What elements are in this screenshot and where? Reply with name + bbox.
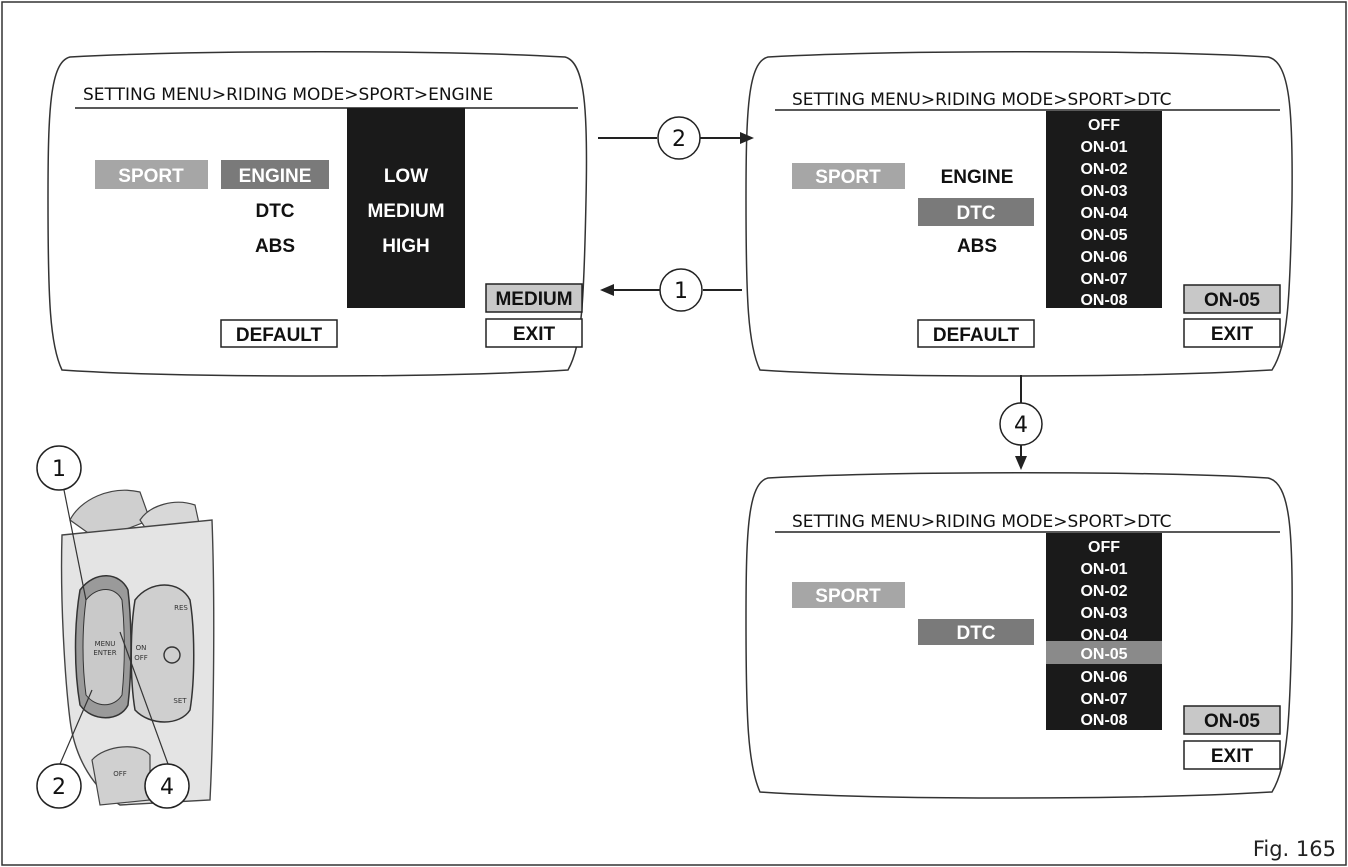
callout-number: 4 — [160, 775, 174, 800]
dtc-option[interactable]: ON-08 — [1080, 712, 1127, 729]
exit-button[interactable] — [1183, 318, 1281, 348]
dtc-option[interactable]: ON-08 — [1080, 292, 1127, 309]
menu-item-engine-selected — [221, 160, 329, 189]
breadcrumb: SETTING MENU>RIDING MODE>SPORT>ENGINE — [83, 85, 493, 105]
exit-button[interactable] — [1183, 740, 1281, 770]
current-value: ON-05 — [1204, 711, 1260, 732]
sport-mode-label: SPORT — [118, 166, 184, 187]
callout-number: 2 — [672, 127, 686, 152]
menu-item-dtc[interactable]: DTC — [956, 203, 995, 224]
dtc-option[interactable]: ON-03 — [1080, 183, 1127, 200]
figure-label: Fig. 165 — [1253, 837, 1336, 861]
dtc-option[interactable]: ON-01 — [1080, 561, 1127, 578]
dtc-option[interactable]: ON-05 — [1080, 227, 1127, 244]
exit-button-label: EXIT — [513, 324, 556, 345]
off-label: OFF — [134, 654, 148, 662]
sport-mode-badge — [792, 582, 905, 608]
callout-number: 4 — [1014, 413, 1028, 438]
menu-label: MENU — [95, 640, 116, 648]
engine-option-low[interactable]: LOW — [384, 166, 428, 187]
menu-item-dtc-selected — [918, 198, 1034, 226]
current-value: ON-05 — [1204, 290, 1260, 311]
screen-engine: SETTING MENU>RIDING MODE>SPORT>ENGINE SP… — [47, 51, 588, 377]
menu-item-engine[interactable]: ENGINE — [239, 166, 312, 187]
default-button[interactable] — [917, 319, 1035, 348]
screen-dtc-select: SETTING MENU>RIDING MODE>SPORT>DTC SPORT… — [745, 472, 1293, 799]
callout-circle — [36, 445, 82, 491]
callout-number: 1 — [674, 279, 688, 304]
breadcrumb: SETTING MENU>RIDING MODE>SPORT>DTC — [792, 512, 1171, 532]
sport-mode-label: SPORT — [815, 586, 881, 607]
res-label: RES — [174, 604, 188, 612]
dtc-option[interactable]: ON-04 — [1080, 627, 1127, 644]
current-value: MEDIUM — [495, 289, 572, 310]
dtc-options-list — [1046, 111, 1162, 308]
exit-button-label: EXIT — [1211, 746, 1254, 767]
default-button-label: DEFAULT — [933, 325, 1020, 346]
arrow-dtc-to-engine: 1 — [600, 268, 742, 312]
exit-button-label: EXIT — [1211, 324, 1254, 345]
dtc-option[interactable]: ON-02 — [1080, 161, 1127, 178]
current-value-box — [1183, 705, 1281, 735]
enter-label: ENTER — [93, 649, 116, 657]
menu-item-engine[interactable]: ENGINE — [941, 167, 1014, 188]
default-button-label: DEFAULT — [236, 325, 323, 346]
exit-button[interactable] — [485, 318, 583, 348]
menu-item-dtc-selected — [918, 619, 1034, 645]
sport-mode-badge — [95, 160, 208, 189]
engine-option-high[interactable]: HIGH — [382, 236, 430, 257]
screen-dtc: SETTING MENU>RIDING MODE>SPORT>DTC SPORT… — [745, 51, 1293, 377]
callout-number: 1 — [52, 457, 66, 482]
dtc-option[interactable]: OFF — [1088, 117, 1120, 134]
arrow-engine-to-dtc: 2 — [598, 116, 754, 160]
menu-item-dtc[interactable]: DTC — [956, 623, 995, 644]
dtc-option[interactable]: ON-04 — [1080, 205, 1127, 222]
arrowhead-icon — [600, 284, 614, 296]
off-switch-label: OFF — [113, 770, 127, 778]
handlebar-controller-illustration: MENU ENTER RES SET ON OFF OFF 1 2 4 — [36, 445, 215, 809]
engine-option-medium[interactable]: MEDIUM — [367, 201, 444, 222]
breadcrumb: SETTING MENU>RIDING MODE>SPORT>DTC — [792, 90, 1171, 110]
arrow-dtc-to-select: 4 — [999, 375, 1043, 470]
current-value-box — [485, 283, 583, 313]
leader-line — [119, 631, 169, 765]
leader-line — [63, 489, 87, 601]
dtc-option-highlight — [1046, 641, 1162, 664]
dtc-options-list — [1046, 533, 1162, 730]
cruise-control-pad[interactable] — [130, 584, 195, 723]
callout-circle — [144, 763, 190, 809]
cruise-icon — [163, 646, 181, 664]
sport-mode-label: SPORT — [815, 167, 881, 188]
engine-options-list — [347, 108, 465, 308]
dtc-options: OFF ON-01 ON-02 ON-03 ON-04 ON-05 ON-06 … — [1080, 117, 1127, 309]
menu-item-abs[interactable]: ABS — [957, 236, 997, 257]
leader-line — [59, 689, 93, 765]
dtc-options: OFF ON-01 ON-02 ON-03 ON-04 ON-05 ON-06 … — [1080, 539, 1127, 729]
dtc-option[interactable]: ON-03 — [1080, 605, 1127, 622]
dtc-option[interactable]: ON-01 — [1080, 139, 1127, 156]
dtc-option[interactable]: ON-06 — [1080, 249, 1127, 266]
callout-circle — [36, 763, 82, 809]
dtc-option[interactable]: ON-07 — [1080, 691, 1127, 708]
dtc-option[interactable]: ON-02 — [1080, 583, 1127, 600]
set-label: SET — [173, 697, 187, 705]
arrowhead-icon — [1015, 456, 1027, 470]
current-value-box — [1183, 284, 1281, 314]
dtc-option[interactable]: OFF — [1088, 539, 1120, 556]
dtc-option[interactable]: ON-07 — [1080, 271, 1127, 288]
menu-joystick-face — [82, 589, 125, 706]
arrowhead-icon — [740, 132, 754, 144]
default-button[interactable] — [220, 319, 338, 348]
menu-item-abs[interactable]: ABS — [255, 236, 295, 257]
sport-mode-badge — [792, 163, 905, 189]
on-label: ON — [136, 644, 147, 652]
callout-number: 2 — [52, 775, 66, 800]
dtc-option-highlighted[interactable]: ON-05 — [1080, 646, 1127, 663]
dtc-option[interactable]: ON-06 — [1080, 669, 1127, 686]
menu-item-dtc[interactable]: DTC — [255, 201, 294, 222]
